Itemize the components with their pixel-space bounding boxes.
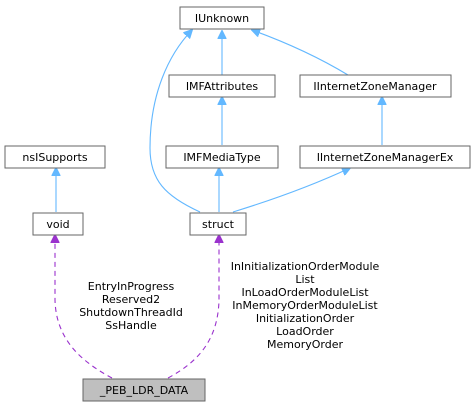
member-shutdownthreadid: ShutdownThreadId xyxy=(79,306,183,319)
node-label-iinternetzonemanager: IInternetZoneManager xyxy=(313,80,437,93)
edge-peb-to-void xyxy=(55,235,113,379)
node-label-iinternetzonemanagerex: IInternetZoneManagerEx xyxy=(317,151,454,164)
member-inloadordermodulelist: InLoadOrderModuleList xyxy=(241,286,369,299)
node-imfmediatype[interactable]: IMFMediaType xyxy=(165,145,279,169)
edge-struct-to-iinternetzonemanagerex xyxy=(232,168,350,213)
node-nsisupports[interactable]: nsISupports xyxy=(4,145,106,169)
member-entryinprogress: EntryInProgress xyxy=(88,280,175,293)
node-label-imfmediatype: IMFMediaType xyxy=(183,151,261,164)
member-inmemoryordermodulelist: InMemoryOrderModuleList xyxy=(232,299,378,312)
node-iinternetzonemanager[interactable]: IInternetZoneManager xyxy=(299,74,452,98)
node-imfattributes[interactable]: IMFAttributes xyxy=(168,74,276,98)
member-sshandle: SsHandle xyxy=(105,319,157,332)
edge-iinternetzonemanager-to-iunknown xyxy=(252,30,349,76)
node-label-peb-ldr-data: _PEB_LDR_DATA xyxy=(99,384,189,397)
edge-label-void-members: EntryInProgress Reserved2 ShutdownThread… xyxy=(79,280,183,332)
node-label-void: void xyxy=(46,218,69,231)
member-initializationorder: InitializationOrder xyxy=(256,312,355,325)
node-label-struct: struct xyxy=(202,218,235,231)
node-peb-ldr-data[interactable]: _PEB_LDR_DATA xyxy=(82,378,206,402)
node-iinternetzonemanagerex[interactable]: IInternetZoneManagerEx xyxy=(299,145,471,169)
node-label-iunknown: IUnknown xyxy=(195,12,249,25)
member-ininitializationordermodule: InInitializationOrderModule xyxy=(231,260,380,273)
node-iunknown[interactable]: IUnknown xyxy=(179,6,265,30)
node-label-imfattributes: IMFAttributes xyxy=(186,80,259,93)
node-void[interactable]: void xyxy=(32,212,84,236)
node-label-nsisupports: nsISupports xyxy=(22,151,87,164)
usage-edges xyxy=(55,235,219,379)
edge-label-struct-members: InInitializationOrderModule List InLoadO… xyxy=(231,260,380,351)
inheritance-edges xyxy=(56,30,382,213)
member-loadorder: LoadOrder xyxy=(276,325,334,338)
node-struct[interactable]: struct xyxy=(189,212,247,236)
member-list: List xyxy=(295,273,315,286)
member-reserved2: Reserved2 xyxy=(102,293,160,306)
edge-peb-to-struct xyxy=(167,235,219,379)
edge-struct-to-iunknown xyxy=(149,30,201,213)
member-memoryorder: MemoryOrder xyxy=(267,338,343,351)
